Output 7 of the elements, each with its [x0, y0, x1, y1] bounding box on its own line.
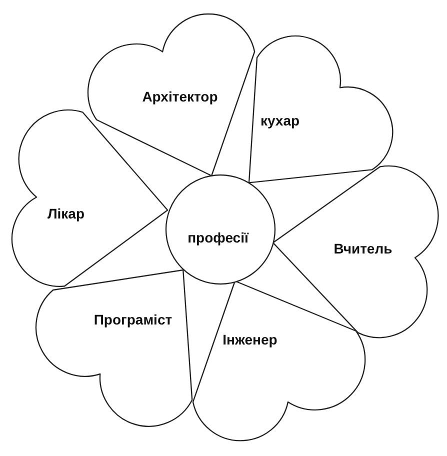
petal-label: Програміст — [94, 312, 172, 328]
petal-label: Архітектор — [142, 88, 218, 106]
petal-label: Лікар — [47, 205, 85, 222]
petal-label: кухар — [260, 112, 300, 130]
petal-label: Вчитель — [334, 240, 392, 258]
center-label: професії — [188, 230, 248, 246]
petal-label: Інженер — [222, 332, 278, 348]
